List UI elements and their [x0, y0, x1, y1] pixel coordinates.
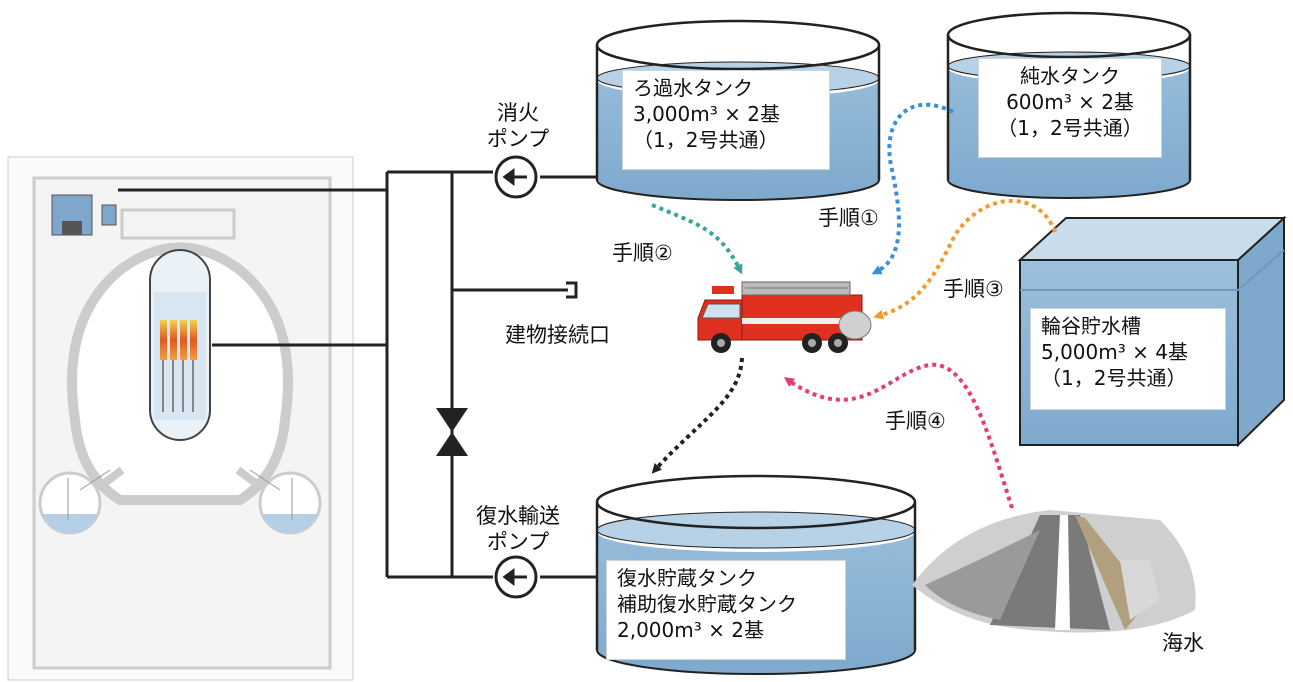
filtered-water-tank-label: ろ過水タンク 3,000m³ × 2基 （1，2号共通） — [622, 70, 830, 170]
fire-truck — [697, 281, 872, 353]
step2-label: 手順② — [612, 241, 673, 265]
step4-label: 手順④ — [885, 409, 946, 433]
tanii-reservoir-name: 輪谷貯水槽 — [1041, 314, 1141, 338]
condensate-storage-tank-label: 復水貯蔵タンク 補助復水貯蔵タンク 2,000m³ × 2基 — [606, 560, 846, 660]
step3-arrow — [873, 198, 1057, 320]
step4-arrow — [783, 362, 1014, 509]
building-connection-label: 建物接続口 — [505, 323, 610, 347]
filtered-water-tank-name: ろ過水タンク — [633, 76, 753, 100]
seawater-label: 海水 — [1162, 631, 1204, 655]
filtered-water-tank-note: （1，2号共通） — [633, 128, 779, 152]
condensate-transfer-pump-label-line2: ポンプ — [486, 530, 550, 554]
fuel-rods — [160, 320, 197, 412]
fire-pump-label: 消火 ポンプ — [478, 100, 558, 152]
tanii-reservoir-capacity: 5,000m³ × 4基 — [1041, 340, 1188, 364]
condensate-transfer-pump-symbol[interactable] — [494, 555, 538, 599]
pure-water-tank-capacity: 600m³ × 2基 — [1006, 90, 1134, 114]
pure-water-tank-note: （1，2号共通） — [997, 116, 1143, 140]
fire-pump-symbol[interactable] — [494, 155, 538, 199]
pure-water-tank-label: 純水タンク 600m³ × 2基 （1，2号共通） — [978, 58, 1162, 158]
condensate-transfer-pump-label: 復水輸送 ポンプ — [470, 503, 566, 555]
step1-label: 手順① — [818, 206, 879, 230]
step1-arrow — [871, 102, 954, 275]
condensate-storage-tank-capacity: 2,000m³ × 2基 — [617, 618, 764, 642]
step3-label: 手順③ — [943, 277, 1004, 301]
seawater-image — [912, 510, 1196, 633]
reactor-building — [7, 156, 354, 681]
piping — [118, 170, 597, 579]
step2-arrow — [651, 203, 743, 275]
building-connection-port[interactable] — [566, 281, 578, 299]
auxiliary-condensate-tank-name: 補助復水貯蔵タンク — [617, 592, 797, 616]
filtered-water-tank-capacity: 3,000m³ × 2基 — [633, 102, 780, 126]
tanii-reservoir-note: （1，2号共通） — [1041, 366, 1187, 390]
isolation-valve[interactable] — [436, 408, 468, 456]
fire-pump-label-line1: 消火 — [497, 101, 539, 125]
condensate-transfer-pump-label-line1: 復水輸送 — [476, 504, 560, 528]
pure-water-tank-name: 純水タンク — [1020, 64, 1120, 88]
pool-small-tank — [101, 204, 117, 226]
fire-pump-label-line2: ポンプ — [486, 127, 550, 151]
condensate-storage-tank-name: 復水貯蔵タンク — [617, 566, 757, 590]
return-arrow — [651, 357, 744, 474]
tanii-reservoir-label: 輪谷貯水槽 5,000m³ × 4基 （1，2号共通） — [1030, 308, 1226, 410]
